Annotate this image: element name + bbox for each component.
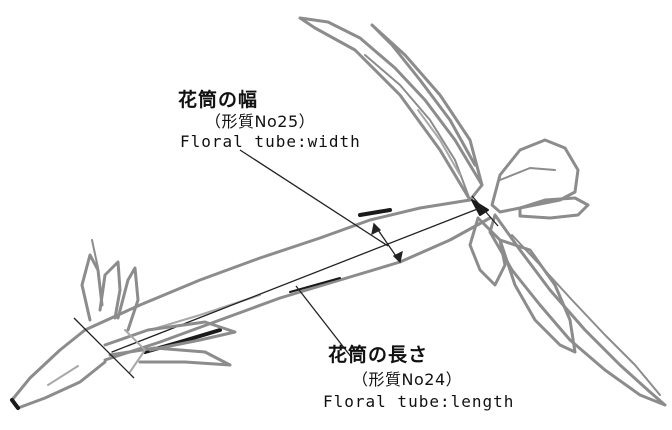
ovary-base [12, 330, 105, 408]
length-title-en: Floral tube:length [323, 394, 514, 410]
width-title-en: Floral tube:width [180, 134, 361, 150]
width-leader-line [240, 150, 388, 246]
width-title-ja: 花筒の幅 [178, 91, 258, 110]
right-petal [492, 140, 588, 218]
length-start-marker [74, 318, 134, 378]
upper-petal [300, 18, 482, 200]
width-arrow [372, 224, 402, 262]
length-title-ja: 花筒の長さ [328, 346, 428, 365]
length-trait-number: （形質No24） [352, 372, 462, 388]
floral-tube [85, 200, 490, 360]
lower-petal [470, 215, 665, 405]
width-trait-number: （形質No25） [205, 114, 315, 130]
bracts [82, 240, 235, 372]
